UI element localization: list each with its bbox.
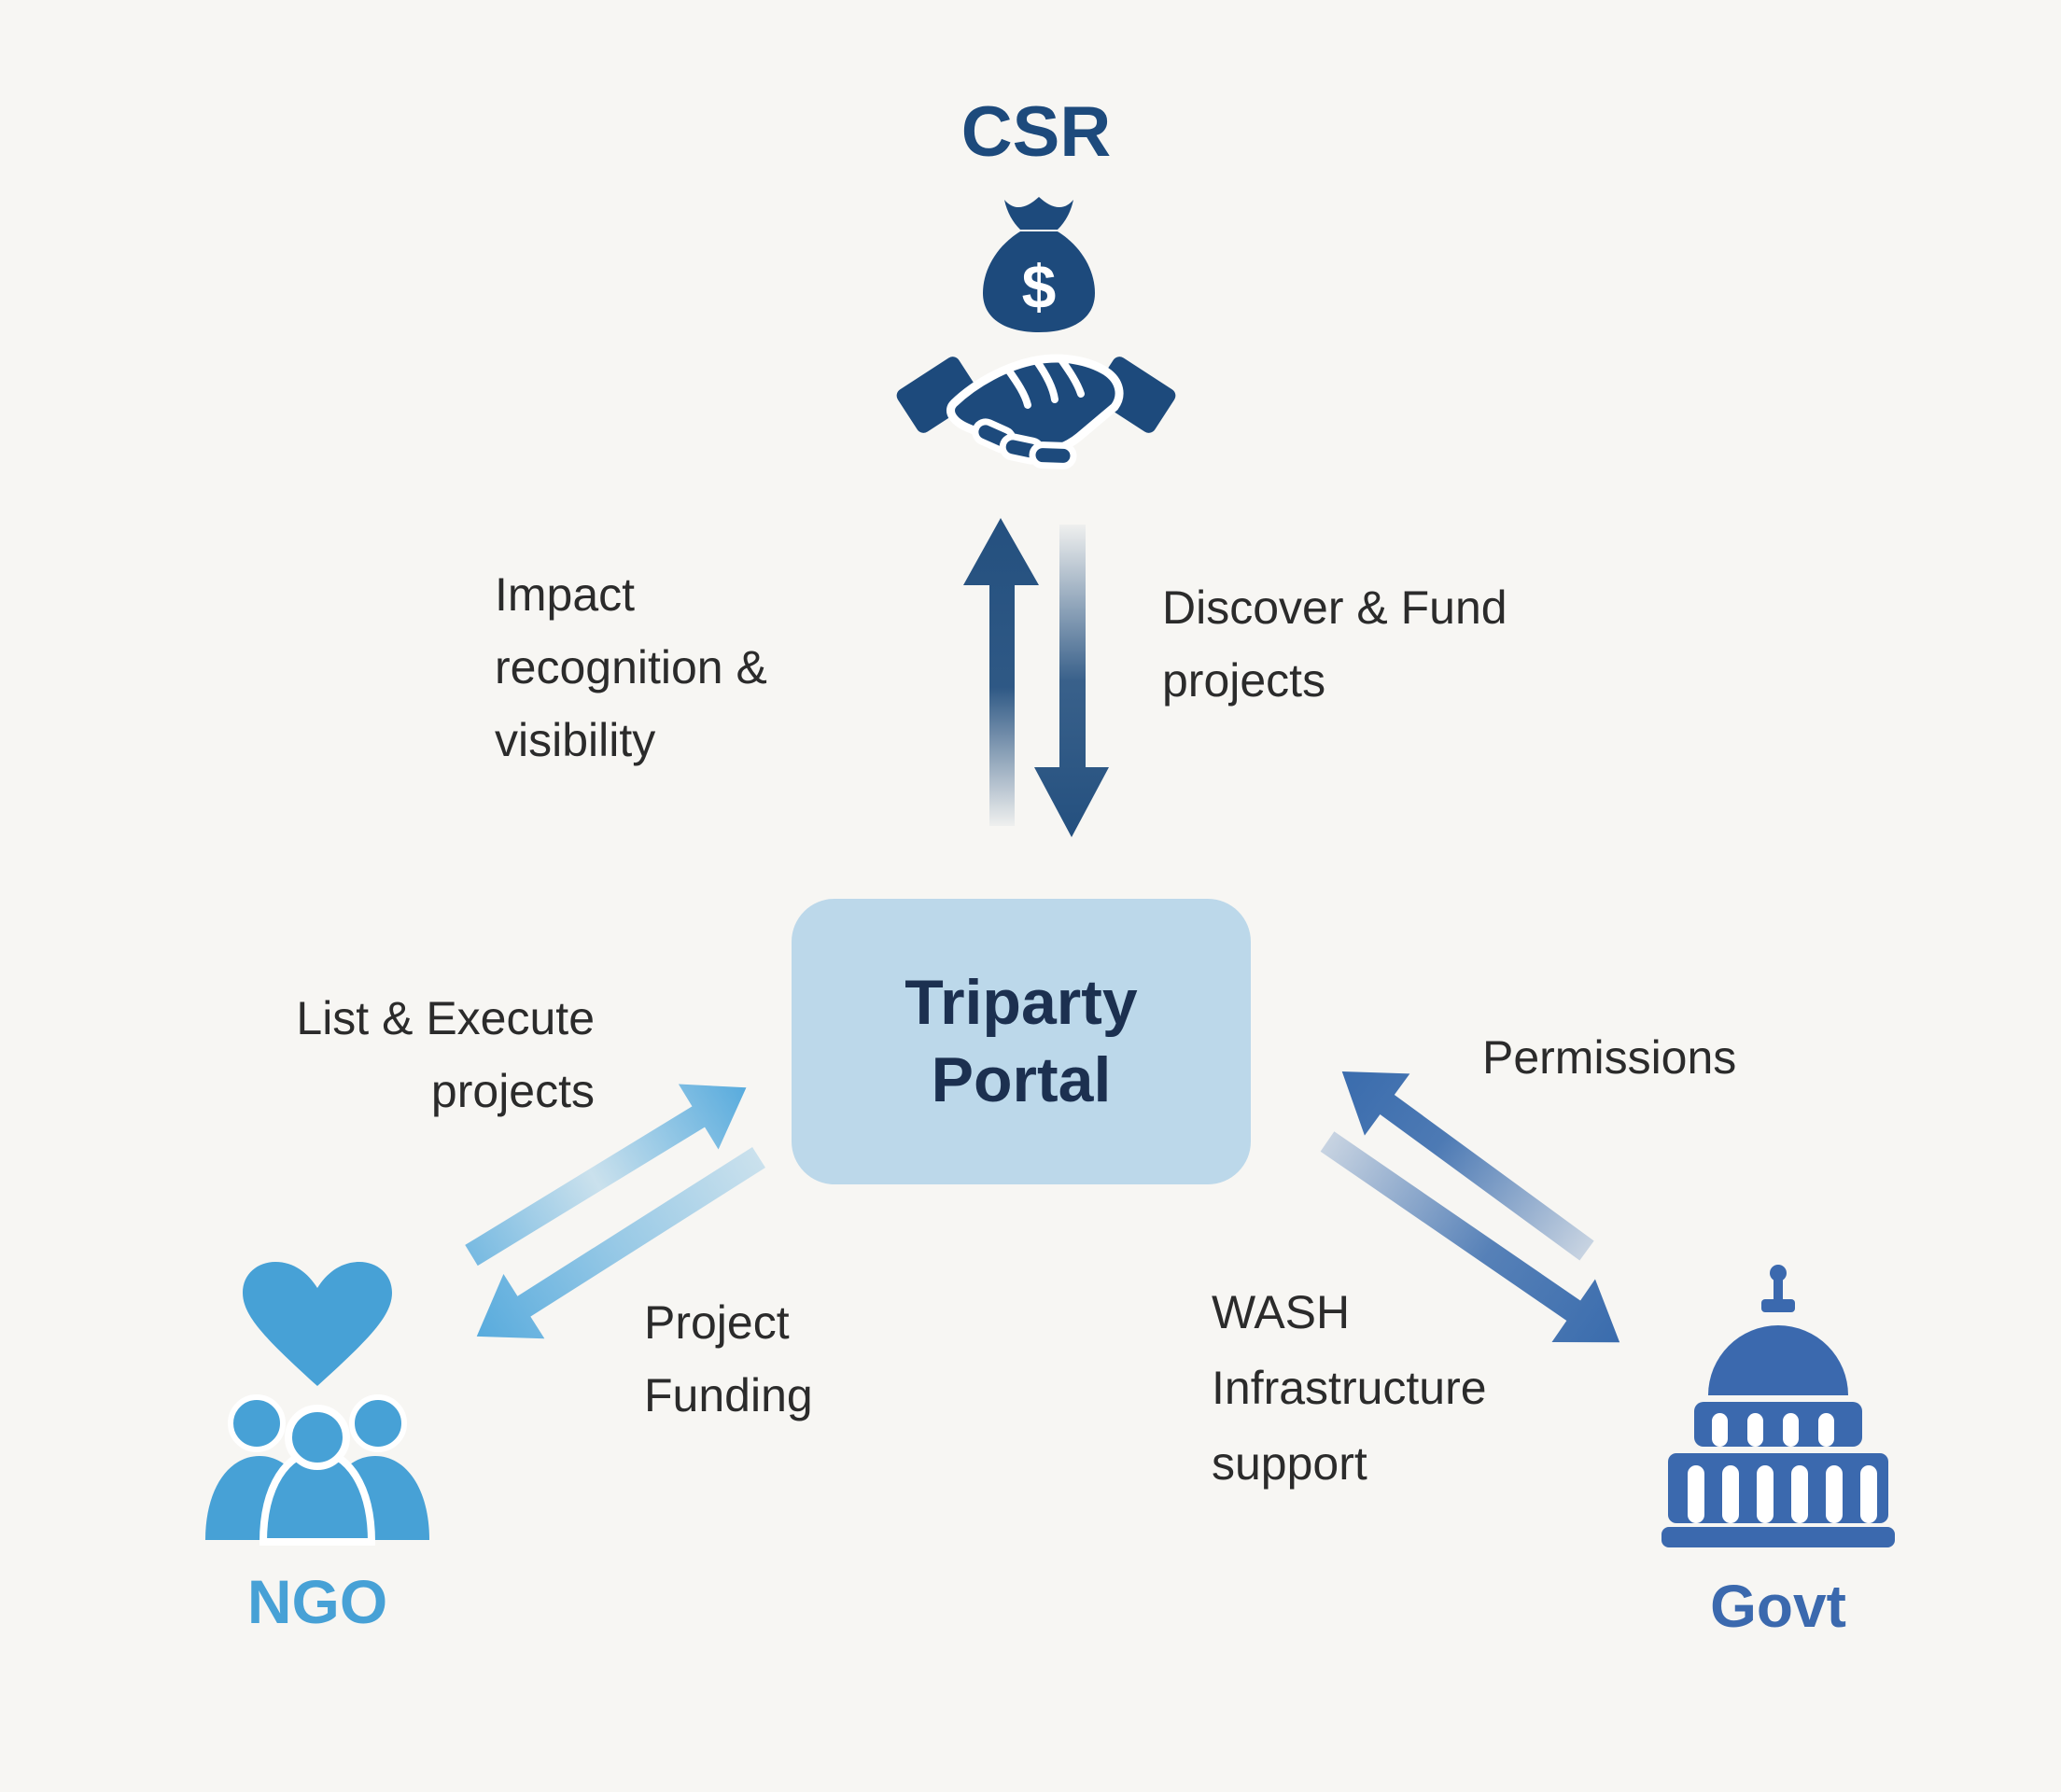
dome-shape bbox=[1708, 1325, 1848, 1395]
money-bag-knot bbox=[1004, 197, 1073, 230]
knuckle-3 bbox=[1029, 441, 1077, 469]
ngo-heart-people-icon bbox=[205, 1262, 429, 1546]
govt-label: Govt bbox=[1710, 1573, 1846, 1640]
person-center-head bbox=[285, 1405, 350, 1470]
portal-box: Triparty Portal bbox=[792, 899, 1251, 1184]
lower-colonnade bbox=[1668, 1453, 1888, 1523]
csr-label: CSR bbox=[960, 92, 1112, 172]
heart-shape bbox=[243, 1262, 392, 1386]
govt-portal-arrows bbox=[1320, 1071, 1620, 1343]
discover-label: Discover & Fund projects bbox=[1162, 581, 1507, 707]
up-arrow-icon bbox=[963, 518, 1039, 826]
govt-up-arrow-icon bbox=[1341, 1071, 1594, 1261]
permissions-label: Permissions bbox=[1482, 1031, 1737, 1084]
ngo-label: NGO bbox=[246, 1567, 388, 1636]
csr-portal-arrows bbox=[963, 518, 1109, 837]
ngo-up-arrow-icon bbox=[465, 1084, 747, 1267]
down-arrow-icon bbox=[1034, 525, 1109, 837]
person-left-head bbox=[228, 1394, 286, 1452]
portal-title: Triparty Portal bbox=[904, 967, 1138, 1115]
ngo-portal-arrows bbox=[465, 1084, 765, 1339]
upper-colonnade bbox=[1694, 1402, 1862, 1447]
project-funding-label: Project Funding bbox=[644, 1296, 813, 1421]
person-right-head bbox=[349, 1394, 407, 1452]
dollar-sign: $ bbox=[1022, 252, 1057, 321]
govt-down-arrow-icon bbox=[1320, 1131, 1620, 1343]
wash-label: WASH Infrastructure support bbox=[1212, 1286, 1487, 1490]
finial-pole bbox=[1774, 1275, 1783, 1299]
csr-money-handshake-icon: $ bbox=[896, 197, 1176, 469]
ngo-down-arrow-icon bbox=[476, 1147, 765, 1339]
list-execute-label: List & Execute projects bbox=[296, 992, 595, 1117]
finger-lines bbox=[1004, 355, 1085, 409]
money-bag-shape bbox=[983, 231, 1095, 332]
finial-pedestal bbox=[1761, 1299, 1795, 1312]
govt-capitol-icon bbox=[1661, 1265, 1895, 1547]
base-slab bbox=[1661, 1527, 1895, 1547]
left-sleeve bbox=[896, 357, 980, 433]
impact-label: Impact recognition & visibility bbox=[495, 568, 767, 766]
